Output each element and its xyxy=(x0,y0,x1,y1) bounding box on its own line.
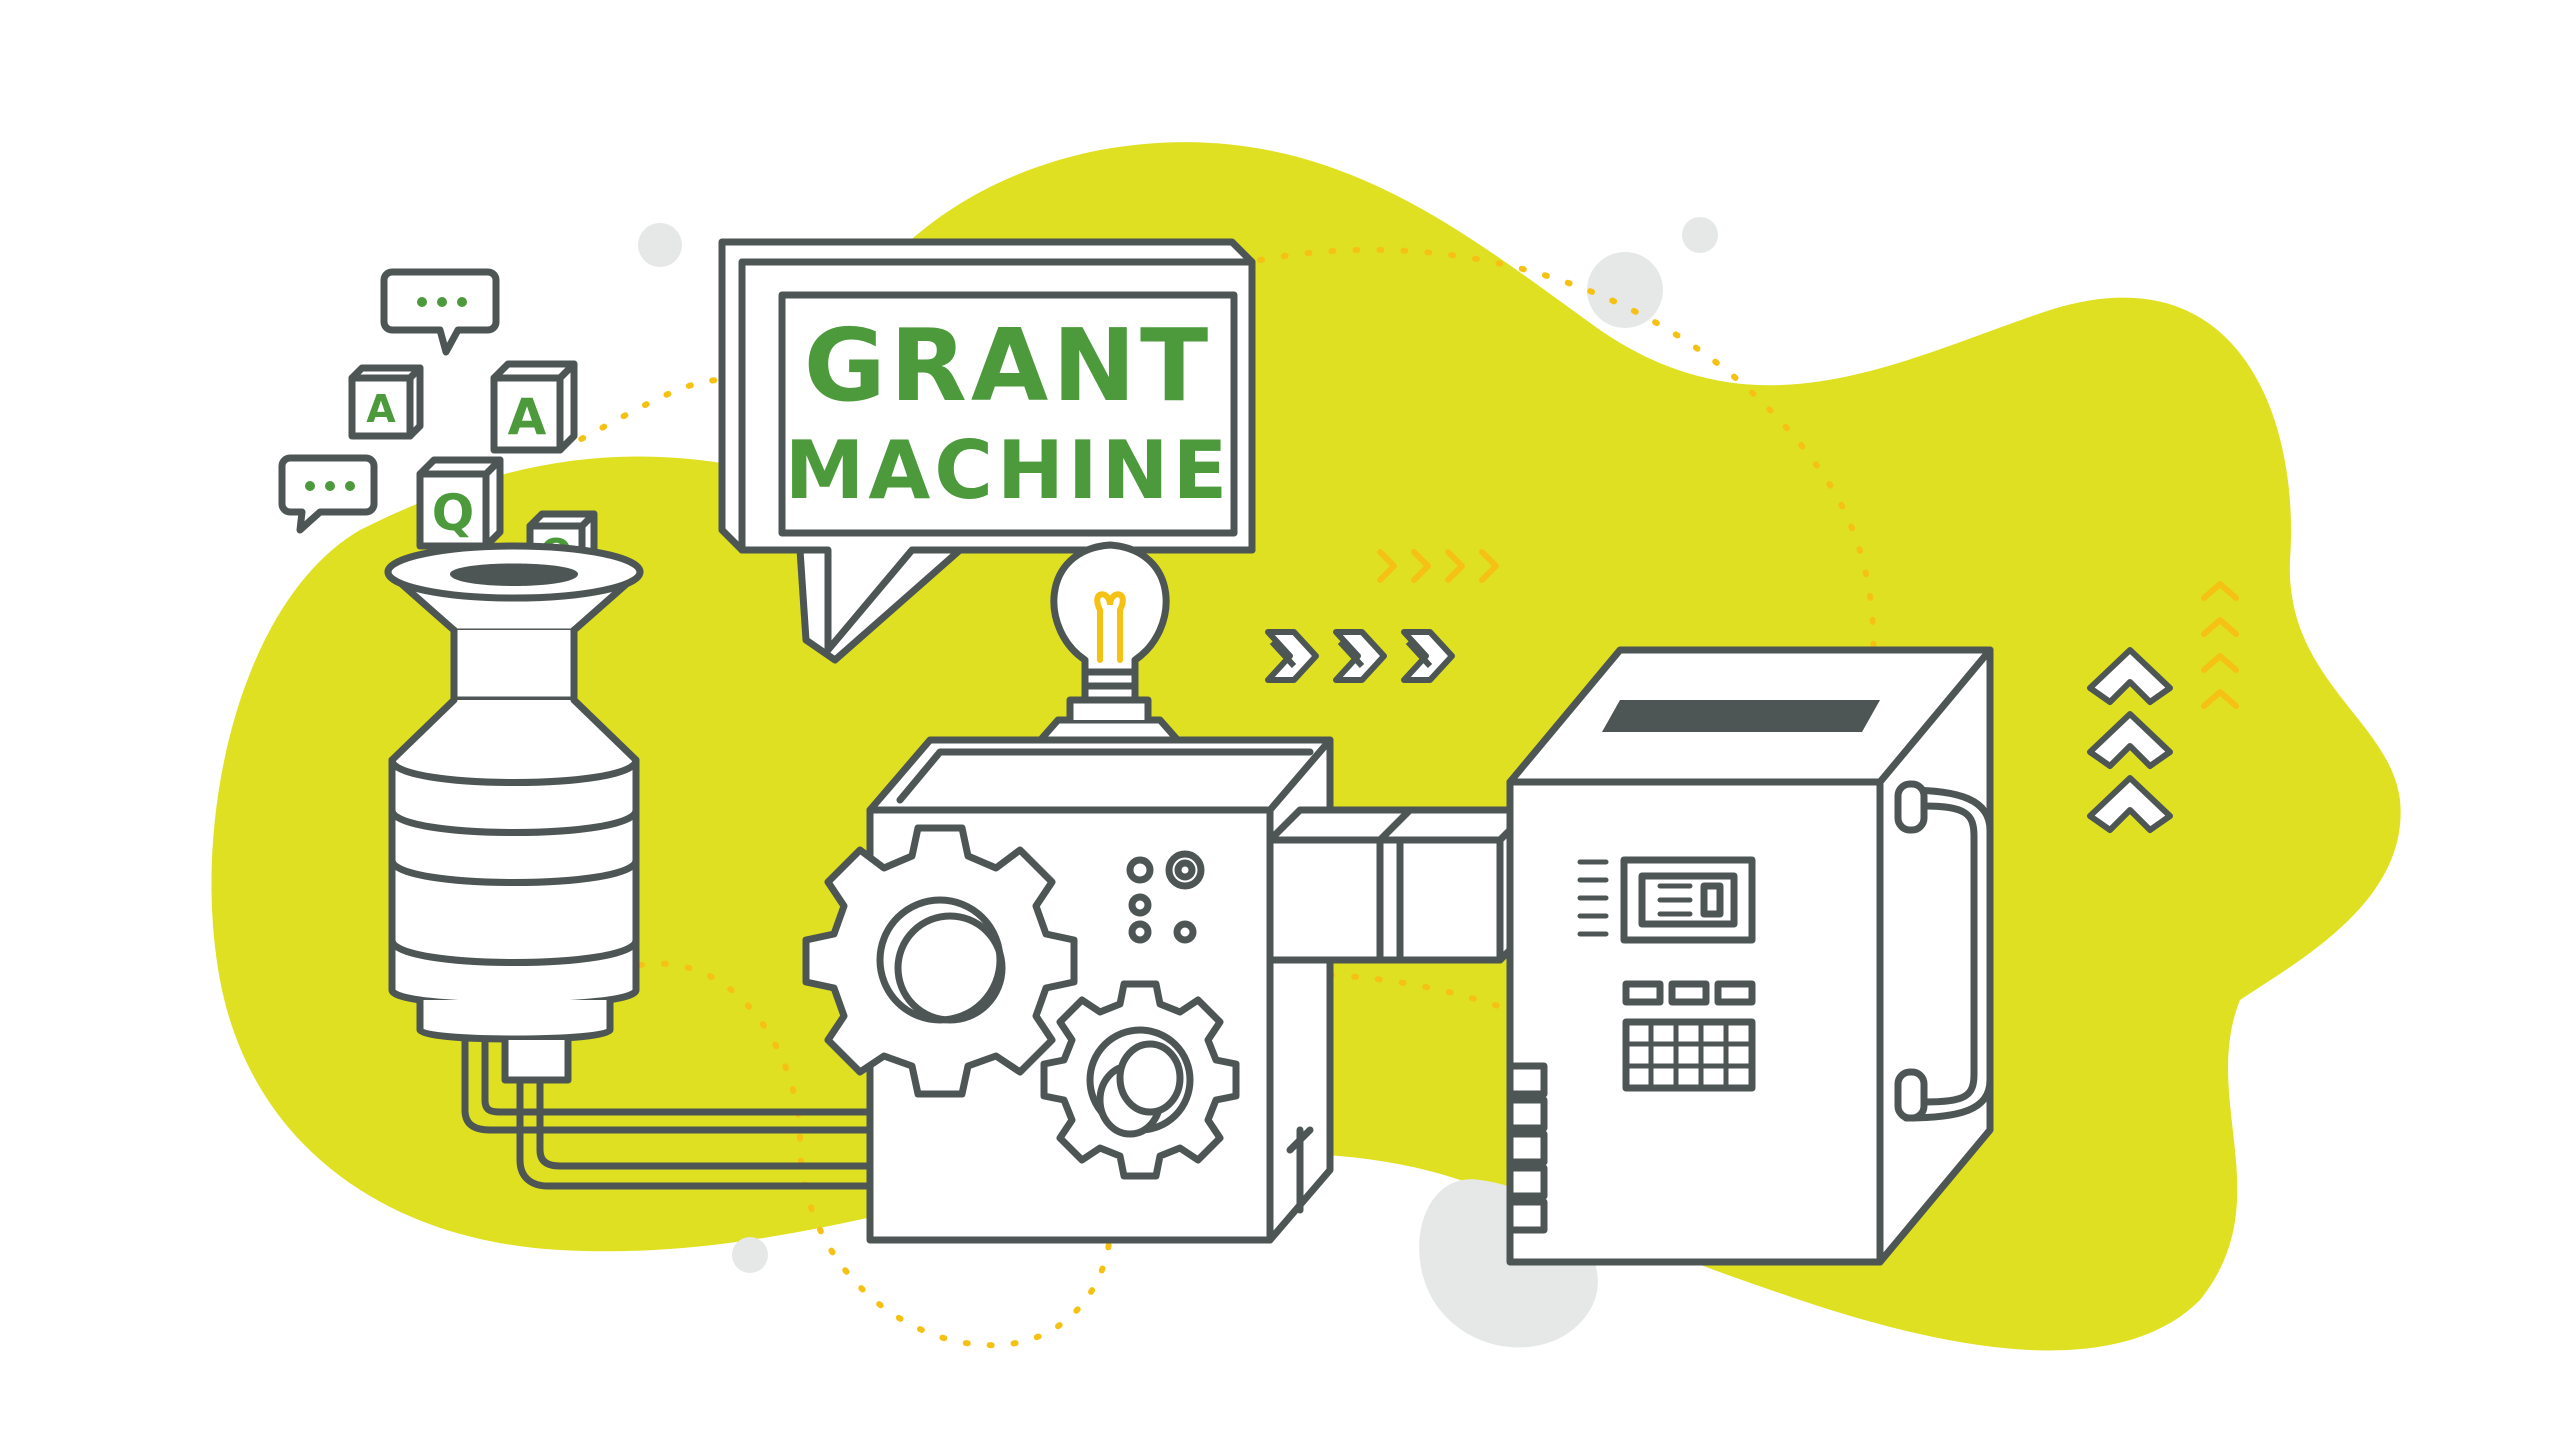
output-cabinet xyxy=(1506,646,1994,1266)
chevron-right-icon xyxy=(1377,549,1499,583)
grey-dot xyxy=(1587,252,1663,328)
grey-dot xyxy=(732,1237,768,1273)
connecting-duct xyxy=(1266,806,1534,964)
speech-bubble-icon xyxy=(278,454,378,534)
funnel-icon xyxy=(384,542,644,1084)
dotted-trail xyxy=(557,377,723,453)
letter-block-a-large: A xyxy=(490,360,578,454)
dotted-trail xyxy=(1327,972,1513,1013)
dotted-trail xyxy=(1257,246,1877,703)
sign-title-line1: GRANT xyxy=(804,307,1212,424)
block-letter: Q xyxy=(432,484,475,542)
chevron-up-icon xyxy=(2087,647,2173,833)
dotted-trail xyxy=(637,960,1113,1349)
gear-icon xyxy=(1040,980,1240,1180)
block-letter: A xyxy=(508,388,547,446)
gear-icon xyxy=(802,824,1078,1098)
chevron-up-icon xyxy=(2201,581,2239,709)
pipes xyxy=(461,1036,904,1190)
chevron-right-icon xyxy=(1265,629,1455,683)
sign-title-line2: MACHINE xyxy=(785,424,1232,517)
grey-dot xyxy=(1682,217,1718,253)
grant-machine-sign: GRANT MACHINE xyxy=(718,238,1256,664)
grey-dot xyxy=(638,223,682,267)
letter-block-q-large: Q xyxy=(416,456,504,550)
block-letter: A xyxy=(366,387,396,431)
letter-block-a-small: A xyxy=(348,364,424,440)
speech-bubble-icon xyxy=(380,268,500,356)
